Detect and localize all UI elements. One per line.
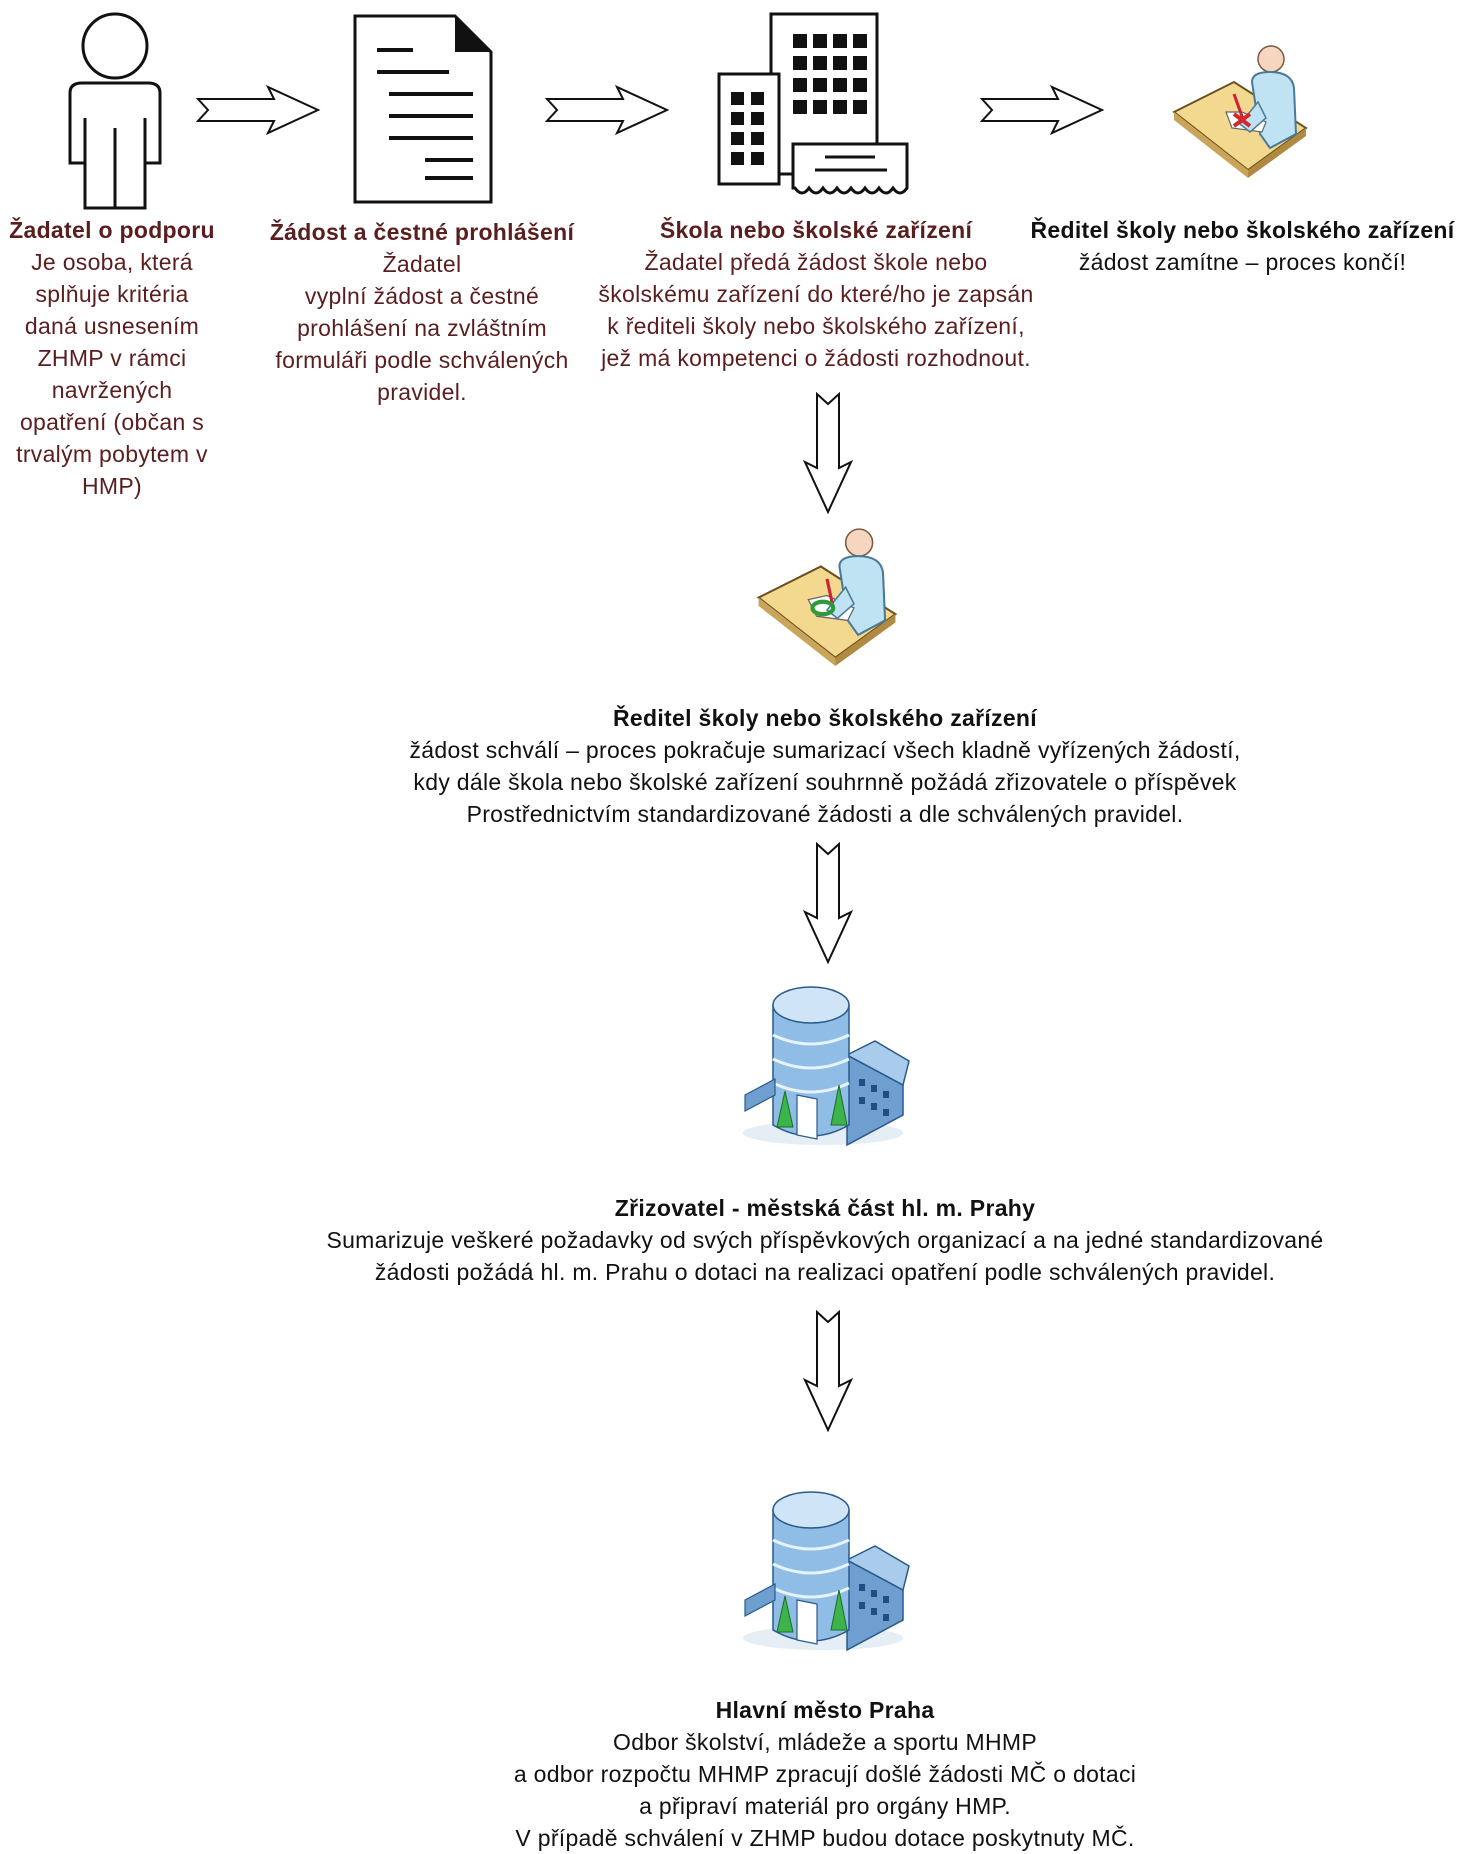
arrow-down-icon	[802, 1309, 854, 1433]
arrow-right-icon	[979, 84, 1105, 136]
step-description: Žadatel vyplní žádost a čestné prohlášen…	[275, 251, 569, 405]
step-description: Žadatel předá žádost škole nebo školském…	[598, 249, 1034, 371]
step-title: Žadatel o podporu	[9, 217, 215, 243]
director-approve-icon	[756, 528, 898, 667]
arrow-down-icon	[802, 391, 854, 515]
step-title: Žádost a čestné prohlášení	[269, 219, 575, 245]
step-prague-city: Hlavní město Praha Odbor školství, mláde…	[430, 1694, 1220, 1854]
step-director-reject: Ředitel školy nebo školského zařízení žá…	[1030, 214, 1455, 278]
step-description: žádost zamítne – proces končí!	[1078, 249, 1407, 275]
arrow-right-icon	[544, 84, 670, 136]
step-title: Škola nebo školské zařízení	[659, 217, 973, 243]
step-founder: Zřizovatel - městská část hl. m. Prahy S…	[280, 1192, 1370, 1288]
step-description: Sumarizuje veškeré požadavky od svých př…	[326, 1227, 1324, 1285]
step-title: Zřizovatel - městská část hl. m. Prahy	[614, 1195, 1036, 1221]
arrow-down-icon	[802, 841, 854, 965]
step-director-approve: Ředitel školy nebo školského zařízení žá…	[310, 702, 1340, 830]
document-icon	[353, 14, 493, 204]
office-building-icon	[743, 986, 910, 1147]
step-title: Ředitel školy nebo školského zařízení	[1030, 217, 1455, 243]
step-school: Škola nebo školské zařízení Žadatel před…	[582, 214, 1050, 374]
arrow-right-icon	[195, 84, 321, 136]
step-application: Žádost a čestné prohlášení Žadatel vypln…	[262, 216, 582, 408]
office-building-icon	[743, 1491, 910, 1652]
step-title: Ředitel školy nebo školského zařízení	[613, 705, 1037, 731]
step-description: Je osoba, která splňuje kritéria daná us…	[16, 249, 208, 499]
step-description: žádost schválí – proces pokračuje sumari…	[409, 737, 1241, 827]
step-applicant: Žadatel o podporu Je osoba, která splňuj…	[0, 214, 224, 502]
school-building-icon	[717, 12, 909, 195]
step-title: Hlavní město Praha	[715, 1697, 935, 1723]
person-outline-icon	[68, 12, 162, 210]
step-description: Odbor školství, mládeže a sportu MHMP a …	[513, 1729, 1137, 1851]
director-reject-icon	[1172, 45, 1308, 178]
